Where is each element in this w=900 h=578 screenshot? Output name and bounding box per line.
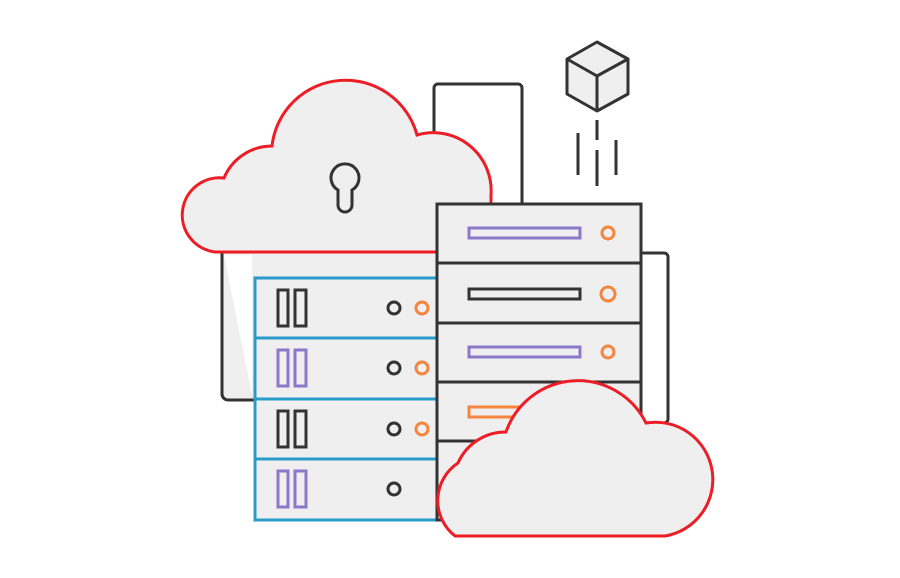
cube-icon	[565, 40, 630, 113]
rack-unit	[276, 288, 430, 328]
status-light	[386, 360, 402, 376]
status-light	[414, 360, 430, 376]
motion-lines	[576, 120, 618, 186]
secure-cloud	[180, 78, 493, 254]
status-light	[386, 481, 402, 497]
status-light	[386, 421, 402, 437]
status-light	[414, 421, 430, 437]
keyhole-icon	[329, 162, 361, 214]
status-light	[600, 344, 616, 360]
rack-unit	[276, 469, 402, 509]
left-server-rack	[253, 276, 439, 522]
rack-unit	[276, 409, 430, 449]
drive-slot	[467, 226, 582, 240]
drive-slot	[467, 287, 582, 301]
status-light	[414, 300, 430, 316]
status-light	[599, 285, 617, 303]
front-cloud	[436, 379, 715, 538]
rack-unit	[276, 348, 430, 388]
status-light	[386, 300, 402, 316]
status-light	[600, 225, 616, 241]
drive-slot	[467, 345, 582, 359]
